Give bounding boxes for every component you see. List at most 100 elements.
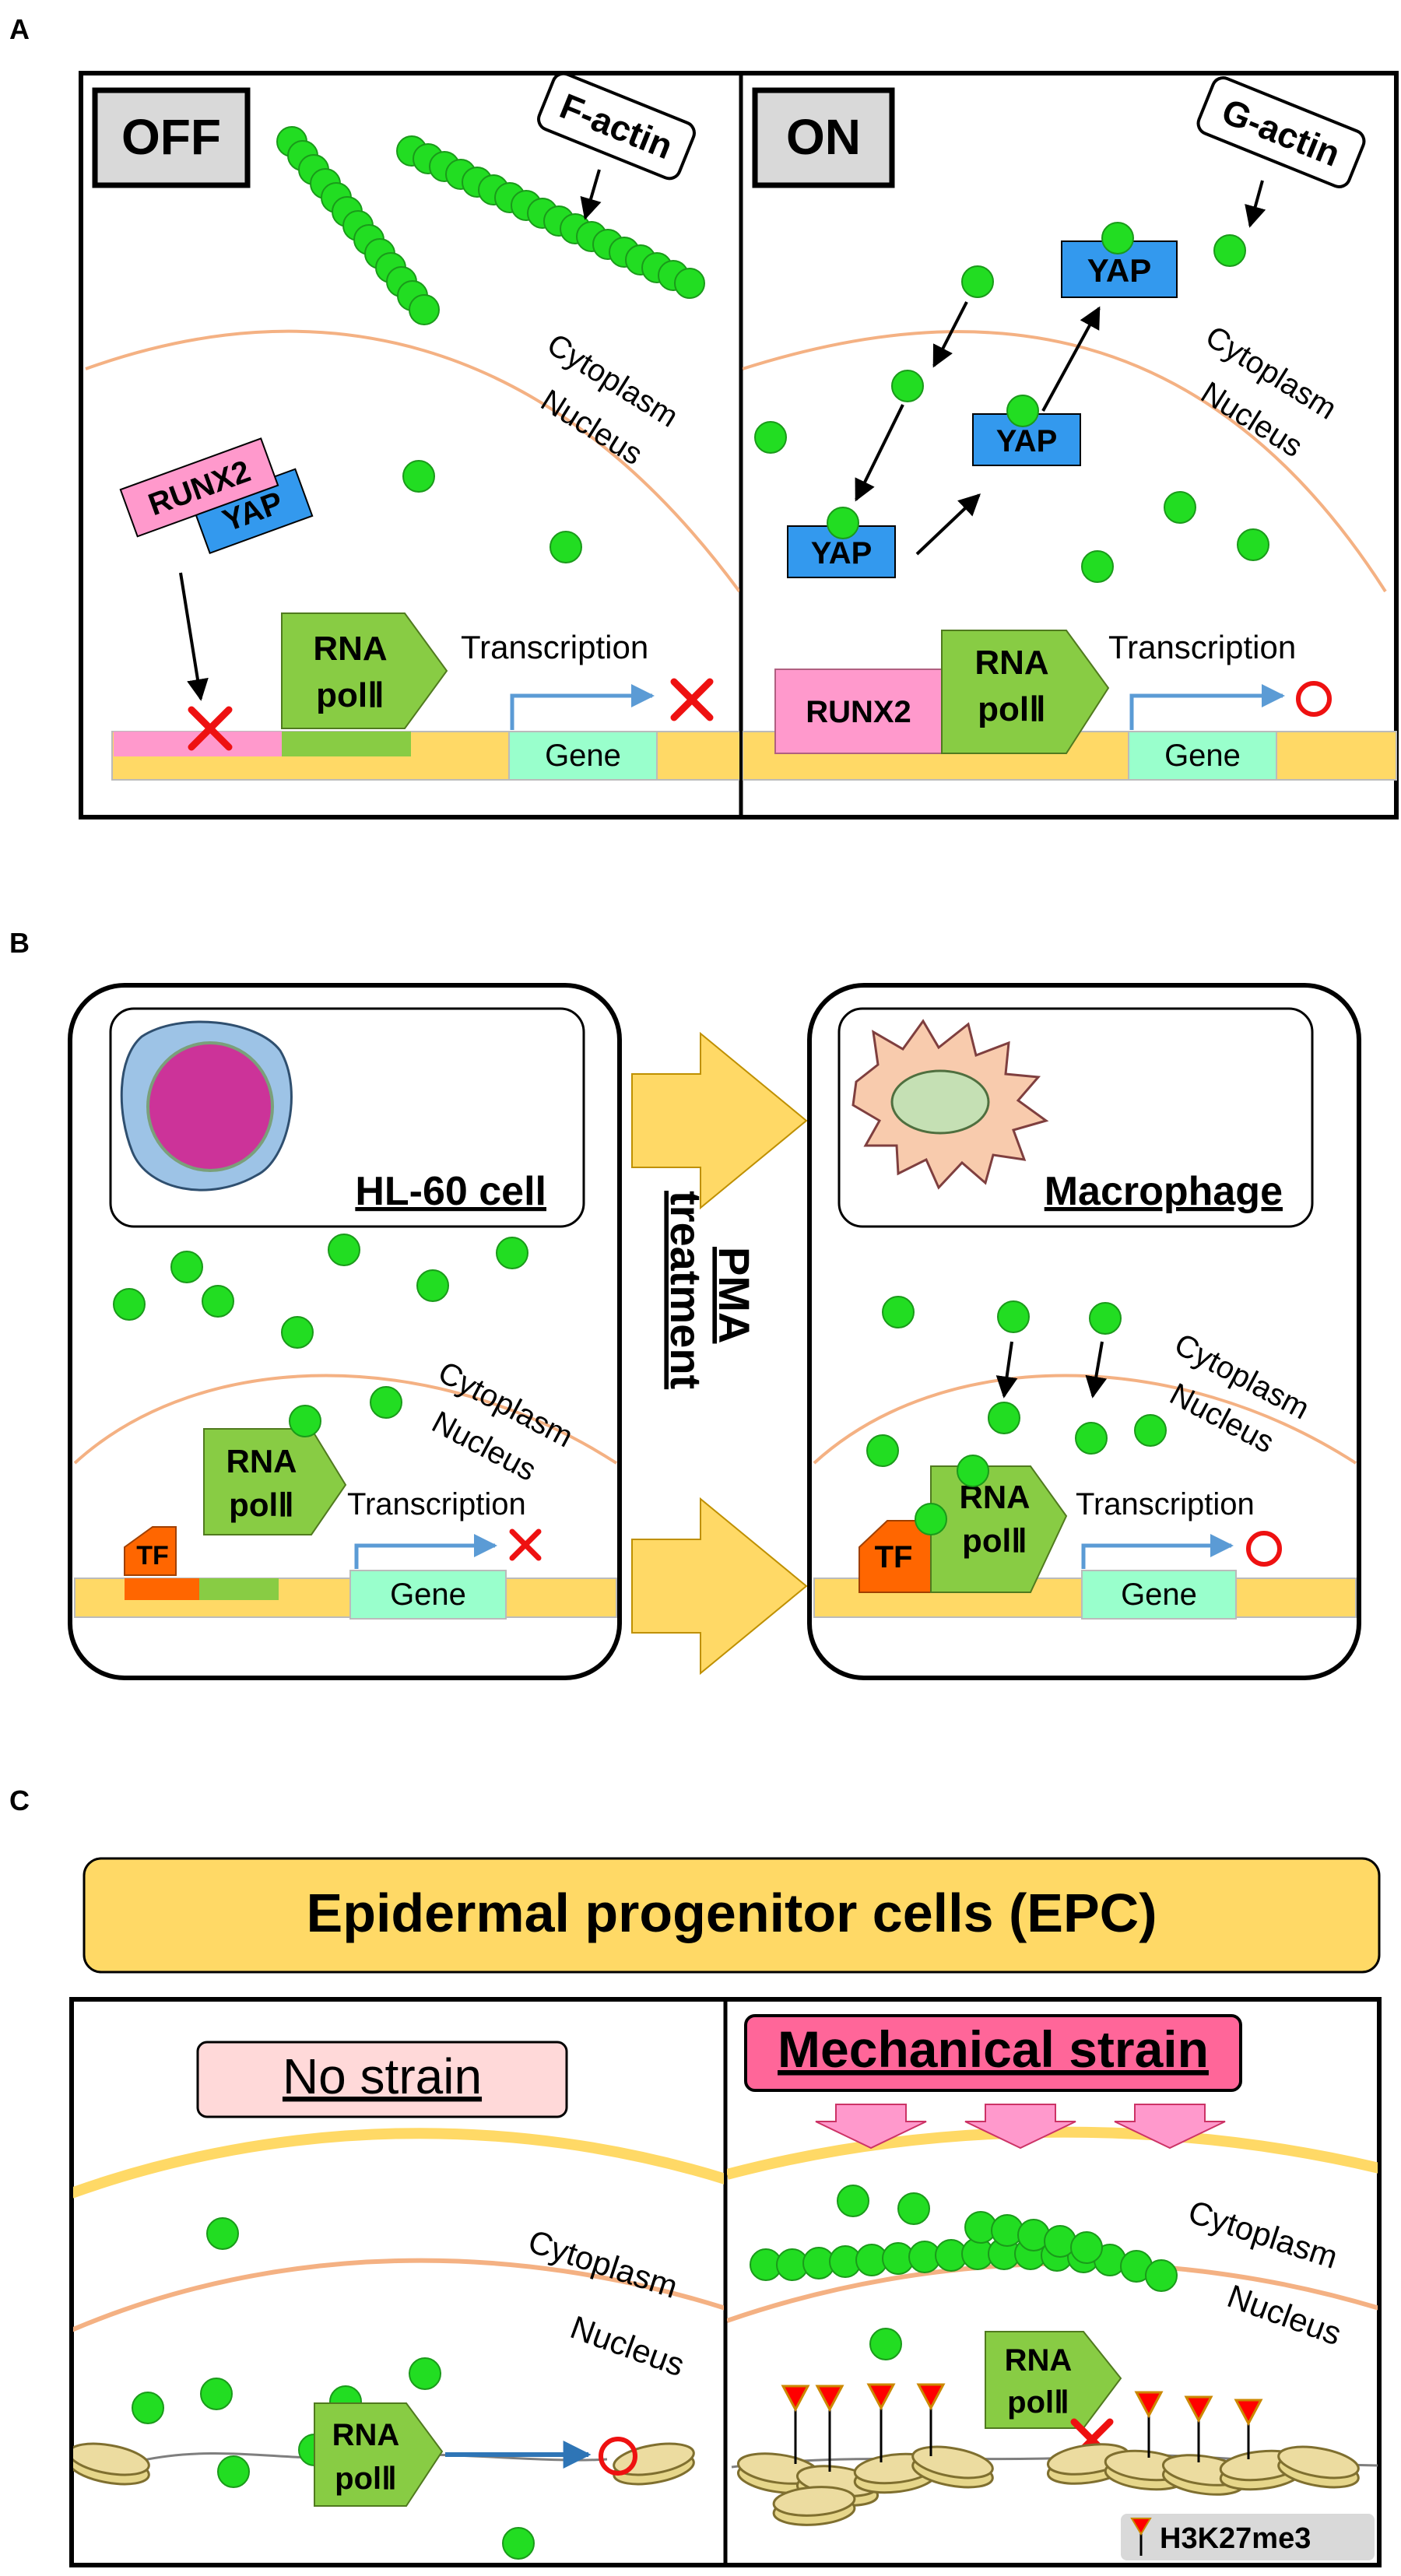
rna-pol-ii: RNA polⅡ [985, 2331, 1122, 2429]
g-actin-monomer [1081, 550, 1114, 583]
g-actin-monomer [882, 1296, 915, 1328]
transcription-label: Transcription [347, 1487, 526, 1521]
mechanical-strain-badge: Mechanical strain [744, 2014, 1242, 2092]
rna-label: RNA [1005, 2343, 1073, 2378]
g-actin-monomer [754, 421, 787, 454]
yap-shuttle-arrow [915, 493, 981, 556]
h3k27me3-flag [1234, 2399, 1263, 2459]
g-actin-pointer [1245, 180, 1266, 228]
g-actin-monomer [202, 1285, 234, 1318]
gene-label: Gene [545, 739, 621, 773]
g-actin-monomer [1237, 528, 1269, 561]
treatment-arrow-top [631, 1031, 808, 1210]
runx2-yap-complex: YAP RUNX2 [119, 437, 314, 555]
runx2-binding-arrow [179, 572, 209, 701]
inhibit-mark-transcription [670, 678, 714, 721]
active-mark [1246, 1531, 1282, 1567]
strain-arrow [964, 2104, 1076, 2150]
gene-label: Gene [390, 1578, 466, 1612]
g-actin-monomer [496, 1237, 528, 1269]
epc-title: Epidermal progenitor cells (EPC) [307, 1883, 1157, 1943]
nucleosome-cluster [1046, 2443, 1360, 2496]
transcription-label: Transcription [1108, 629, 1296, 665]
g-actin-monomer [217, 2455, 250, 2488]
gene-label: Gene [1121, 1578, 1197, 1612]
nucleosome [73, 2442, 150, 2486]
tf-label: TF [875, 1540, 913, 1574]
yap-label: YAP [811, 536, 873, 570]
no-strain-badge: No strain [196, 2041, 568, 2118]
gene-box [1081, 1570, 1237, 1620]
panel-a-letter: A [9, 13, 30, 45]
g-actin-monomer [988, 1402, 1020, 1434]
nuclear-membrane [743, 330, 1387, 593]
rna-pol-ii: RNA polⅡ [314, 2402, 444, 2507]
nuclear-membrane [73, 1374, 618, 1465]
actin-filament-1 [276, 126, 440, 325]
h3k27me3-flag [1184, 2395, 1213, 2462]
actin-filament-2 [396, 135, 705, 299]
tf-protein [124, 1526, 177, 1576]
pol-label: polⅡ [335, 2462, 397, 2496]
yap-label: YAP [996, 424, 1058, 458]
yap-nuclear-1: YAP [787, 507, 896, 578]
strain-arrow [815, 2104, 927, 2150]
pol-binding-site [282, 732, 411, 756]
transcription-arrow [1129, 684, 1285, 730]
nuclear-membrane [73, 2258, 724, 2332]
hl60-cell: HL-60 cell Gene TF RNA polⅡ Transcriptio… [68, 983, 622, 1680]
on-state-badge: ON [752, 87, 895, 188]
g-actin-monomer [281, 1316, 314, 1349]
g-actin-monomer [328, 1234, 360, 1266]
g-actin-monomer [915, 1503, 947, 1535]
g-actin-monomer [1089, 1302, 1122, 1335]
cell-type-label: HL-60 cell [355, 1169, 546, 1214]
pol-binding-site [199, 1578, 279, 1600]
rna-label: RNA [226, 1443, 297, 1479]
transcription-arrow [510, 684, 655, 730]
h3k27me3-flag [916, 2383, 946, 2456]
h3k27me3-legend: H3K27me3 [1121, 2514, 1375, 2560]
g-actin-monomer [866, 1434, 899, 1467]
rna-label: RNA [332, 2418, 400, 2452]
transcription-label: Transcription [1076, 1487, 1255, 1521]
pol-label: polⅡ [229, 1486, 294, 1523]
epc-title-banner: Epidermal progenitor cells (EPC) [83, 1857, 1381, 1974]
treatment-arrow-bottom [631, 1497, 808, 1676]
h3k27me3-flag [781, 2385, 810, 2464]
runx2-box [119, 437, 279, 538]
rna-pol-ii: RNA polⅡ [281, 612, 448, 729]
inhibit-mark-binding [188, 706, 233, 751]
g-actin-monomer [502, 2527, 535, 2560]
g-actin-monomer [200, 2378, 233, 2410]
g-actin-monomer [961, 265, 994, 298]
h3k27me3-flag [866, 2383, 896, 2462]
tf-label: TF [136, 1541, 169, 1571]
g-actin-monomer [289, 1405, 321, 1437]
treatment-label-line1: PMA [710, 1247, 759, 1343]
yap-label: YAP [1087, 252, 1152, 289]
cell-type-label: Macrophage [1045, 1169, 1283, 1214]
runx2-bound: RUNX2 [774, 669, 943, 754]
g-actin-monomer [957, 1455, 989, 1487]
actin-import-arrow [995, 1341, 1018, 1399]
panel-a-frame [79, 71, 1399, 819]
g-actin-monomer [550, 531, 582, 563]
gene-box [349, 1570, 507, 1620]
g-actin-monomer [416, 1269, 449, 1302]
gene-label: Gene [1164, 739, 1241, 773]
g-actin-monomer [869, 2328, 902, 2360]
macrophage-nucleus-icon [890, 1069, 990, 1135]
g-actin-monomer [206, 2217, 239, 2250]
h3k27me3-label: H3K27me3 [1160, 2522, 1311, 2555]
panel-b-letter: B [9, 927, 30, 959]
g-actin-monomer [132, 2392, 164, 2424]
hl60-nucleus-icon [146, 1041, 274, 1172]
g-actin-monomer [170, 1251, 203, 1283]
pol-label: polⅡ [978, 690, 1046, 728]
g-actin-monomer [891, 370, 924, 402]
yap-nuclear-2: YAP [972, 395, 1081, 466]
nuclear-membrane [813, 1374, 1357, 1465]
strain-arrow [1114, 2104, 1226, 2150]
